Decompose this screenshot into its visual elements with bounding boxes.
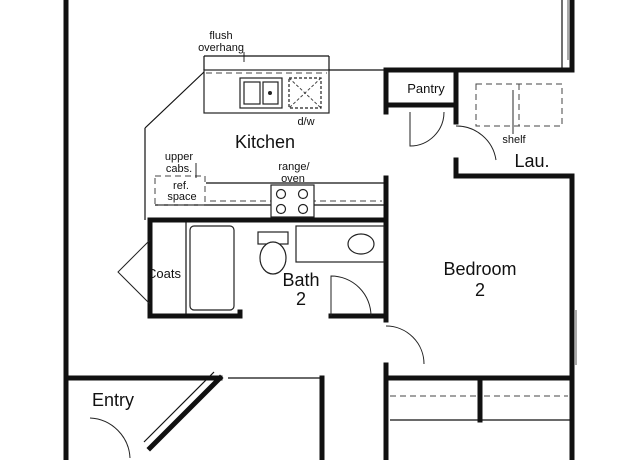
bath-sink	[347, 233, 375, 255]
label-overhang: overhang	[198, 42, 244, 54]
kitchen-counter	[147, 175, 389, 323]
exterior-walls	[63, 0, 575, 460]
label-dw: d/w	[297, 116, 314, 128]
bedroom	[383, 310, 577, 460]
bathroom	[117, 217, 389, 319]
label-range: range/	[278, 161, 310, 173]
label-entry: Entry	[92, 390, 134, 410]
label-laundry: Lau.	[514, 151, 549, 171]
toilet-bowl	[259, 241, 287, 275]
label-kitchen: Kitchen	[235, 132, 295, 152]
label-cabs: cabs.	[166, 163, 192, 175]
kitchen-island	[203, 55, 330, 114]
fridge-space	[154, 175, 206, 206]
bathtub	[189, 225, 235, 311]
label-shelf: shelf	[502, 134, 526, 146]
label-coats: Coats	[147, 266, 181, 281]
label-pantry: Pantry	[407, 81, 445, 96]
label-space: space	[167, 191, 196, 203]
label-bedroom: Bedroom	[443, 259, 516, 279]
entry	[63, 371, 325, 460]
label-upper: upper	[165, 151, 193, 163]
coat-closet-door	[117, 239, 151, 305]
pantry-laundry-walls	[383, 67, 575, 179]
label-ref: ref.	[173, 180, 189, 192]
label-bath: Bath	[282, 270, 319, 290]
label-bedroom-number: 2	[475, 280, 485, 300]
label-bath-number: 2	[296, 289, 306, 309]
label-oven: oven	[281, 173, 305, 185]
label-flush: flush	[209, 30, 232, 42]
